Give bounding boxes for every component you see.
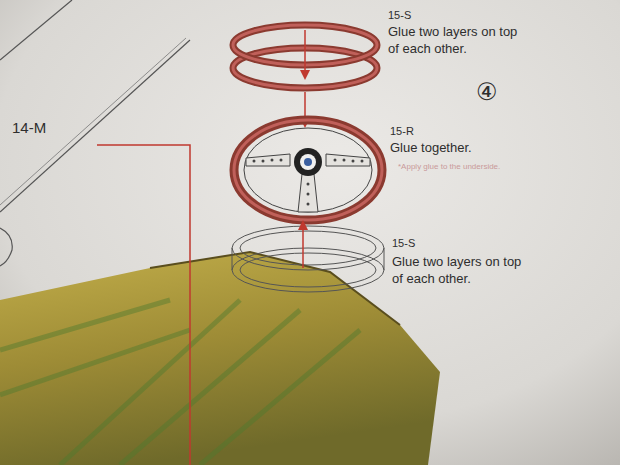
part-number: 14-M bbox=[12, 118, 82, 138]
part-number: 15-S bbox=[392, 236, 472, 250]
ring-part-bottom bbox=[232, 226, 384, 292]
arrowhead bbox=[298, 220, 308, 230]
guide-line bbox=[0, 38, 186, 205]
guide-line bbox=[0, 40, 190, 212]
instruction-note: Glue two layers on top of each other. bbox=[392, 254, 532, 288]
instruction-note: Glue together. bbox=[390, 140, 530, 157]
part-number: 15-R bbox=[390, 124, 470, 138]
arrow-line bbox=[304, 30, 306, 72]
steering-wheel bbox=[234, 120, 382, 220]
body-stripes bbox=[0, 300, 360, 465]
guide-line bbox=[0, 0, 72, 60]
arrow-line bbox=[302, 228, 304, 268]
step-number: ④ bbox=[476, 80, 516, 104]
instruction-note: Glue two layers on top of each other. bbox=[388, 24, 528, 58]
faint-note: *Apply glue to the underside. bbox=[398, 162, 508, 172]
part-number: 15-S bbox=[388, 8, 528, 22]
ring-part-top bbox=[233, 25, 377, 88]
arrowhead bbox=[300, 70, 310, 80]
part-outline bbox=[0, 228, 12, 266]
car-body bbox=[0, 252, 440, 465]
leader-line bbox=[97, 145, 190, 465]
